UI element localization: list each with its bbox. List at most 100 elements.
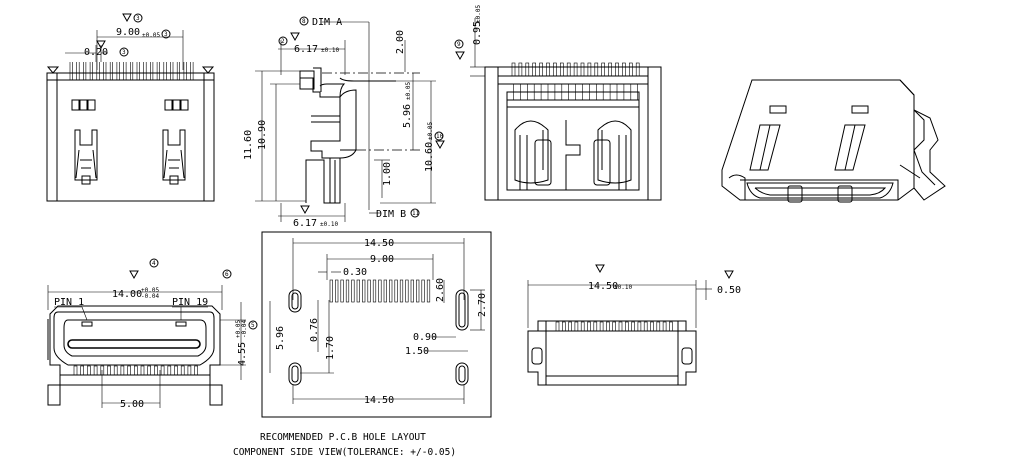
svg-text:3: 3 <box>164 31 168 38</box>
pin-line <box>594 62 599 77</box>
pin-line <box>568 321 572 332</box>
pcb-pad <box>421 279 425 303</box>
pin-line <box>624 321 629 332</box>
pcb-pad <box>345 279 350 303</box>
side-1060: 10.60 <box>424 142 435 172</box>
pcb-caption-tolerance: COMPONENT SIDE VIEW(TOLERANCE: +/-0.05) <box>233 447 456 458</box>
svg-text:4: 4 <box>152 260 156 267</box>
bottom-view-pins <box>555 321 673 332</box>
pin-line <box>601 62 606 77</box>
pin-line <box>608 62 612 77</box>
pin-line <box>637 321 642 332</box>
pcb-pad <box>335 279 339 303</box>
pcb-caption-title: RECOMMENDED P.C.B HOLE LAYOUT <box>260 432 426 443</box>
pcb-pad <box>410 279 414 303</box>
pcb-pad <box>378 279 382 303</box>
front-spacing: 5.00 <box>120 399 144 410</box>
pin-line <box>147 365 151 376</box>
pcb-170: 1.70 <box>325 336 336 360</box>
pcb-pad <box>416 279 420 303</box>
svg-text:10: 10 <box>436 133 444 140</box>
pin-line <box>174 365 178 376</box>
side-200: 2.00 <box>395 30 406 54</box>
pin-line <box>599 321 604 332</box>
pcb-pad <box>367 279 371 303</box>
side-617-top: 6.17 <box>294 44 318 55</box>
front-height: 4.55 <box>237 342 248 366</box>
pin-line <box>518 62 523 77</box>
pin-line <box>180 365 185 376</box>
svg-text:5: 5 <box>251 322 255 329</box>
svg-text:±0.05: ±0.05 <box>427 122 434 140</box>
pin1-label: PIN 1 <box>54 297 84 308</box>
top-view-body <box>46 72 215 202</box>
side-596: 5.96 <box>402 104 413 128</box>
front-view: 14.00 +0.05 -0.04 4 6 PIN 1 PIN 19 4.55 … <box>47 258 258 410</box>
pin-line <box>559 62 564 77</box>
pcb-pad <box>394 279 398 303</box>
pin-line <box>80 365 84 376</box>
pcb-pad <box>426 279 431 303</box>
pcb-pad <box>405 279 409 303</box>
side-height-1090: 10.90 <box>257 120 268 150</box>
pcb-pad <box>340 279 344 303</box>
pcb-pad <box>389 279 393 303</box>
pcb-pad <box>372 279 377 303</box>
pin-line <box>631 321 635 332</box>
svg-text:±0.10: ±0.10 <box>614 284 632 291</box>
side-617-bot: 6.17 <box>293 218 317 229</box>
bottom-offset: 0.50 <box>717 285 741 296</box>
pin-line <box>511 62 516 77</box>
pin-line <box>656 321 661 332</box>
bottom-width: 14.50 <box>588 281 618 292</box>
svg-text:±0.10: ±0.10 <box>320 221 338 228</box>
pin-line <box>573 62 578 77</box>
pin-line <box>606 321 610 332</box>
pin-line <box>113 365 118 376</box>
top-view-pins <box>69 62 194 80</box>
pcb-pad <box>356 279 360 303</box>
pin-line <box>593 321 598 332</box>
pcb-260: 2.60 <box>435 278 446 302</box>
dim-b-label: DIM B <box>376 209 406 220</box>
pin-line <box>87 365 91 376</box>
pcb-pads <box>329 279 431 303</box>
isometric-view <box>721 79 946 203</box>
pin-line <box>100 365 105 376</box>
pcb-076: 0.76 <box>309 318 320 342</box>
check-triangle-icon <box>96 40 106 50</box>
pin19-label: PIN 19 <box>172 297 208 308</box>
check-triangle-icon <box>455 51 465 61</box>
pin-line <box>93 365 98 376</box>
side-view: 11.60 10.90 6.17 ±0.10 2 8 DIM A 2.00 5.… <box>243 16 445 229</box>
pin-line <box>566 62 571 77</box>
svg-text:-0.04: -0.04 <box>241 320 248 338</box>
svg-text:±0.05: ±0.05 <box>405 82 412 100</box>
pcb-pad <box>383 279 387 303</box>
pin-line <box>525 62 530 77</box>
rear-view-pins <box>511 62 640 100</box>
pin-line <box>615 62 619 77</box>
pin-line <box>539 62 543 77</box>
pcb-pitch: 9.00 <box>370 254 394 265</box>
pcb-width-top: 14.50 <box>364 238 394 249</box>
check-triangle-icon <box>724 270 734 280</box>
note-bubble-3a <box>161 29 171 39</box>
pin-line <box>574 321 579 332</box>
pcb-frame <box>261 231 492 418</box>
pin-line <box>194 365 198 376</box>
pcb-pad <box>329 279 333 303</box>
pin-line <box>555 321 560 332</box>
pin-line <box>635 62 640 77</box>
check-triangle-icon <box>129 270 139 280</box>
rear-view-body <box>484 66 662 201</box>
pin-line <box>612 321 617 332</box>
pcb-pad <box>351 279 355 303</box>
top-view: 9.00 ±0.05 3 3 0.20 3 <box>46 13 215 202</box>
pin-line <box>154 365 158 376</box>
pin-line <box>134 365 138 376</box>
top-pitch-tol: ±0.05 <box>142 32 160 39</box>
svg-text:3: 3 <box>136 15 140 22</box>
pcb-270: 2.70 <box>477 293 488 317</box>
